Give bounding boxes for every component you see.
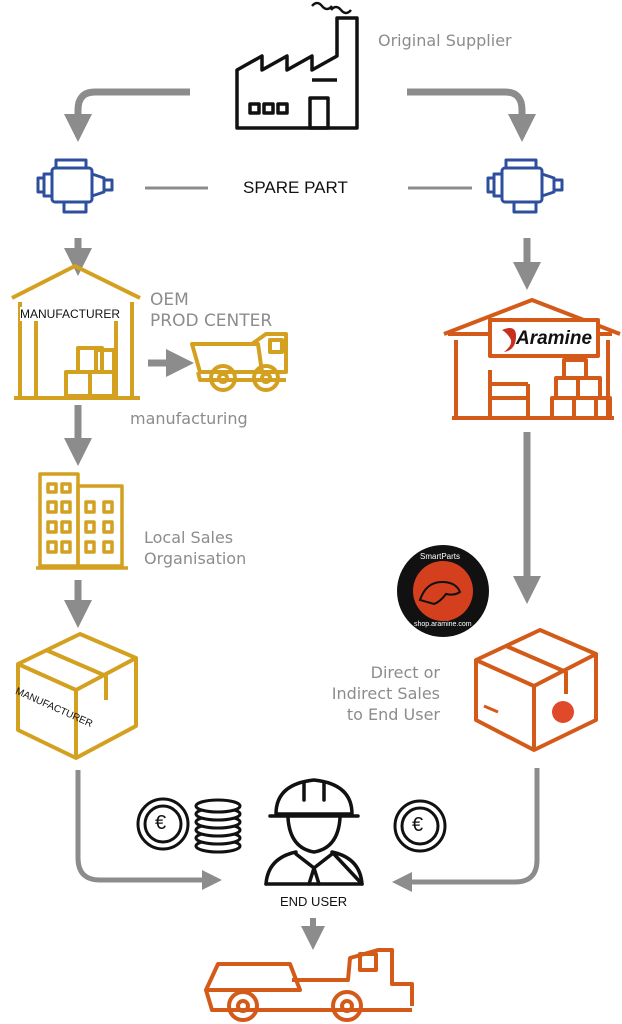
smartparts-badge-top-text: SmartParts [420,552,461,561]
aramine-logo [502,328,516,352]
smartparts-badge-icon [397,545,489,637]
office-building-icon [36,472,128,570]
original-supplier-label: Original Supplier [378,31,512,50]
cardboard-box-icon [16,632,138,760]
arrow-right-box-to-end-user [392,768,540,892]
local-sales-label: Local Sales Organisation [144,527,246,569]
coin-stack-icon [194,798,242,854]
dump-truck-icon [190,332,288,392]
cardboard-box-icon [474,628,598,752]
aramine-logo-text: Aramine [516,328,593,349]
arrow-left-box-to-end-user [75,770,222,890]
direct-sales-line-3: to End User [346,705,440,724]
end-user-label: END USER [280,894,348,909]
oem-prod-center-label: OEM PROD CENTER [150,290,272,332]
arrow-supplier-to-left-part [64,88,190,142]
euro-coin-icon [393,799,447,853]
direct-sales-label: Direct or Indirect Sales to End User [330,662,440,725]
connectors [64,88,541,950]
direct-sales-line-1: Direct or [370,663,440,682]
local-sales-line-2: Organisation [144,549,247,568]
starter-motor-icon [486,158,564,214]
direct-sales-line-2: Indirect Sales [331,684,440,703]
worker-icon [264,778,364,886]
local-sales-line-1: Local Sales [144,528,234,547]
manufacturer-roof-label: MANUFACTURER [20,307,121,321]
warehouse-icon [11,264,141,400]
smartparts-badge-bottom-text: shop.aramine.com [414,621,472,628]
euro-coin-icon [136,797,190,851]
spare-part-label: SPARE PART [243,178,348,197]
oem-line-2: PROD CENTER [150,311,273,331]
oem-line-1: OEM [150,290,189,310]
warehouse-icon [443,298,621,420]
mining-loader-icon [204,948,414,1022]
arrow-supplier-to-right-part [407,88,536,142]
manufacturing-label: manufacturing [130,409,248,428]
starter-motor-icon [36,158,114,214]
factory-icon [235,1,359,130]
euro-symbol-left: € [155,812,167,834]
aramine-box-sticker [552,701,574,723]
euro-symbol-right: € [412,814,424,836]
